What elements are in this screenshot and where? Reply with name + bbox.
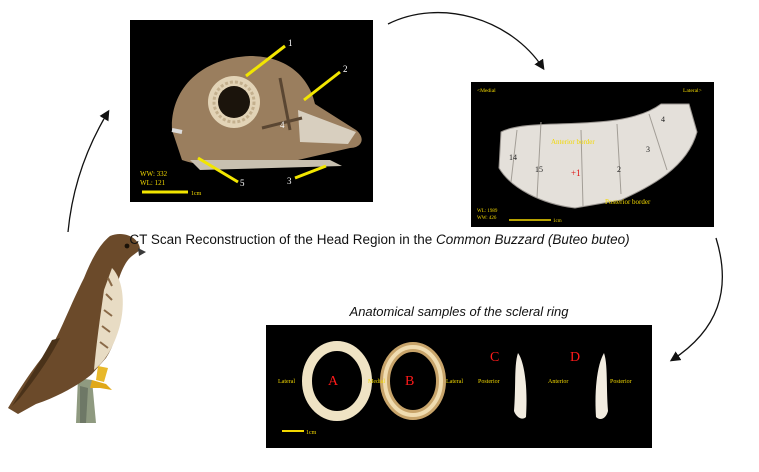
main-caption: CT Scan Reconstruction of the Head Regio… xyxy=(0,232,759,247)
ossicle-2: 2 xyxy=(617,165,621,174)
ring-wl-label: WL: 1989 xyxy=(477,209,498,214)
ring-ww-label: WW: 426 xyxy=(477,216,497,221)
sample-letter-a: A xyxy=(328,374,339,389)
caption-species: Common Buzzard (Buteo buteo) xyxy=(436,232,630,247)
ct-scale-label: 1cm xyxy=(191,191,202,197)
ossicle-plus-1: +1 xyxy=(571,168,581,178)
callout-3: 3 xyxy=(287,176,292,186)
ring-lateral-label: Lateral> xyxy=(683,88,702,94)
scleral-ring-panel: <Medial Lateral> Anterior border Posteri… xyxy=(471,82,714,227)
ossicle-14: 14 xyxy=(509,153,517,162)
label-lateral-b: Lateral xyxy=(446,379,463,385)
callout-1: 1 xyxy=(288,38,293,48)
callout-5: 5 xyxy=(240,178,245,188)
ct-ww-label: WW: 332 xyxy=(140,170,168,178)
label-anterior: Anterior xyxy=(548,379,568,385)
sample-letter-d: D xyxy=(570,350,580,365)
ossicle-3: 3 xyxy=(646,145,650,154)
callout-2: 2 xyxy=(343,64,348,74)
sample-letter-b: B xyxy=(405,374,414,389)
ring-scale-label: 1cm xyxy=(553,219,562,224)
samples-render: A B C D Lateral Medial Lateral Posterior… xyxy=(278,341,632,436)
samples-caption: Anatomical samples of the scleral ring xyxy=(349,304,569,319)
arrow-hawk-to-ct xyxy=(67,109,110,233)
arrow-ct-to-ring xyxy=(387,11,545,71)
caption-prefix: CT Scan Reconstruction of the Head Regio… xyxy=(129,232,437,247)
label-posterior-d: Posterior xyxy=(610,379,632,385)
samples-scale-label: 1cm xyxy=(306,430,317,436)
ct-wl-label: WL: 121 xyxy=(140,179,166,187)
ct-skull-render: 1 2 3 4 5 WW: 332 WL: 121 1cm xyxy=(140,38,362,197)
samples-panel: A B C D Lateral Medial Lateral Posterior… xyxy=(266,325,652,448)
ossicle-4: 4 xyxy=(661,115,665,124)
ring-medial-label: <Medial xyxy=(477,88,496,94)
buzzard-illustration xyxy=(8,233,146,423)
sample-letter-c: C xyxy=(490,350,499,365)
label-posterior-c: Posterior xyxy=(478,379,500,385)
label-lateral-a: Lateral xyxy=(278,379,295,385)
label-medial-b: Medial xyxy=(368,379,385,385)
ossicle-15: 15 xyxy=(535,165,543,174)
arrow-ring-to-samples xyxy=(669,237,723,362)
scleral-ring-render: <Medial Lateral> Anterior border Posteri… xyxy=(477,88,702,224)
anterior-border-label: Anterior border xyxy=(551,138,595,146)
ct-skull-panel: 1 2 3 4 5 WW: 332 WL: 121 1cm xyxy=(130,20,373,202)
callout-4: 4 xyxy=(280,120,285,130)
posterior-border-label: Posterior border xyxy=(605,198,651,206)
